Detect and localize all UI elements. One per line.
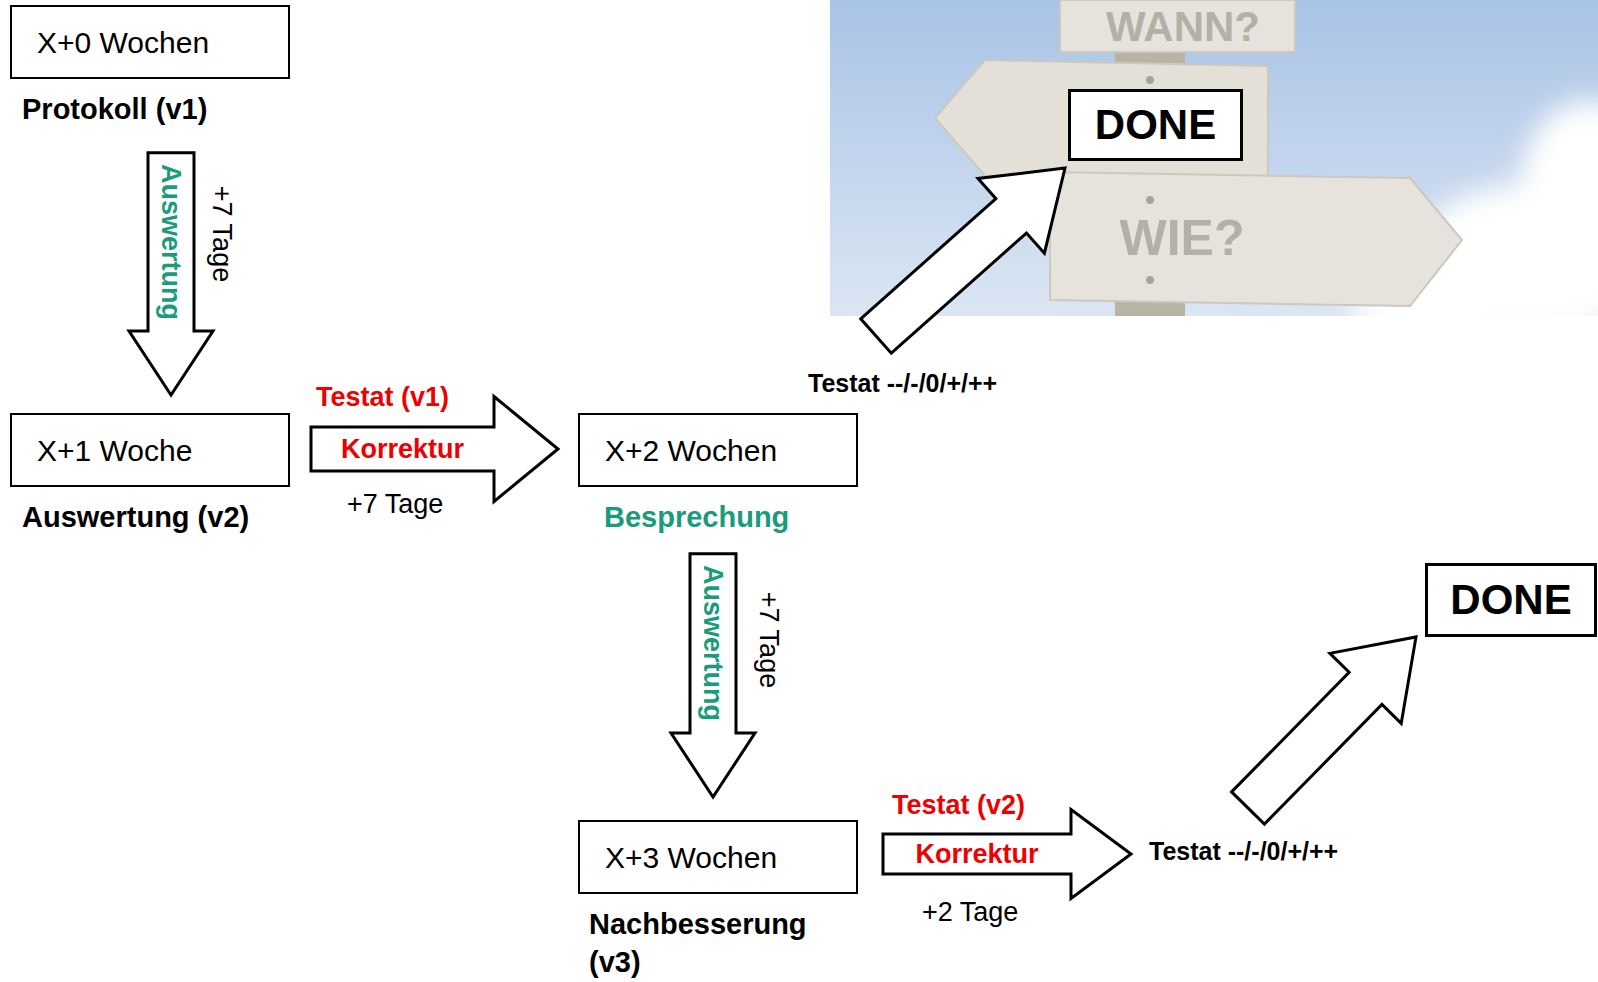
arrow-shape xyxy=(311,397,558,502)
block-arrow xyxy=(129,153,213,395)
process-box: X+2 WochenBesprechung xyxy=(578,413,858,537)
sign-text: WANN? xyxy=(1106,5,1260,49)
step-caption: Protokoll (v1) xyxy=(22,91,290,129)
edge-label: Auswertung xyxy=(699,565,727,721)
edge-label: Auswertung xyxy=(157,164,185,320)
block-arrow xyxy=(883,637,1416,899)
grade-label: Testat --/-/0/+/++ xyxy=(1149,838,1338,864)
box-outline: DONE xyxy=(1068,89,1243,161)
edge-label: Korrektur xyxy=(915,840,1038,868)
box-outline: DONE xyxy=(1425,563,1597,637)
duration-label: +7 Tage xyxy=(208,186,236,282)
done-box: DONE xyxy=(1068,89,1243,161)
sign-board xyxy=(935,60,1268,182)
block-arrow xyxy=(671,554,755,797)
cloud-part xyxy=(1520,100,1598,280)
box-outline: X+2 Wochen xyxy=(578,413,858,487)
arrow-shape xyxy=(129,153,213,395)
arrow-shape xyxy=(883,810,1131,899)
step-caption: Auswertung (v2) xyxy=(22,499,290,537)
process-box: X+0 WochenProtokoll (v1) xyxy=(10,5,290,129)
testat-label: Testat (v2) xyxy=(892,791,1025,819)
duration-label: +2 Tage xyxy=(922,898,1018,926)
done-label: DONE xyxy=(1095,102,1216,148)
sign-text: WIE? xyxy=(1120,212,1245,265)
sign-board xyxy=(1050,172,1462,306)
step-caption: Nachbesserung (v3) xyxy=(589,906,829,981)
done-label: DONE xyxy=(1450,577,1571,623)
screw xyxy=(1146,76,1154,84)
sign-board xyxy=(1060,0,1295,52)
arrow-shape xyxy=(1232,637,1416,824)
screw xyxy=(1146,276,1154,284)
duration-label: +7 Tage xyxy=(755,592,783,688)
box-outline: X+0 Wochen xyxy=(10,5,290,79)
step-label: X+2 Wochen xyxy=(605,434,777,467)
duration-label: +7 Tage xyxy=(347,490,443,518)
testat-label: Testat (v1) xyxy=(316,383,449,411)
process-box: X+3 WochenNachbesserung (v3) xyxy=(578,820,858,981)
block-arrow xyxy=(311,397,558,502)
arrow-shape xyxy=(671,554,755,797)
process-box: X+1 WocheAuswertung (v2) xyxy=(10,413,290,537)
block-arrow xyxy=(861,168,1065,353)
step-label: X+0 Wochen xyxy=(37,26,209,59)
edge-label: Testat --/-/0/+/++ xyxy=(808,370,997,396)
step-label: X+3 Wochen xyxy=(605,841,777,874)
step-caption: Besprechung xyxy=(604,499,858,537)
step-label: X+1 Woche xyxy=(37,434,192,467)
screw xyxy=(1146,196,1154,204)
arrow-shape xyxy=(861,168,1065,353)
box-outline: X+1 Woche xyxy=(10,413,290,487)
done-box: DONE xyxy=(1425,563,1597,637)
box-outline: X+3 Wochen xyxy=(578,820,858,894)
edge-label: Korrektur xyxy=(341,435,464,463)
